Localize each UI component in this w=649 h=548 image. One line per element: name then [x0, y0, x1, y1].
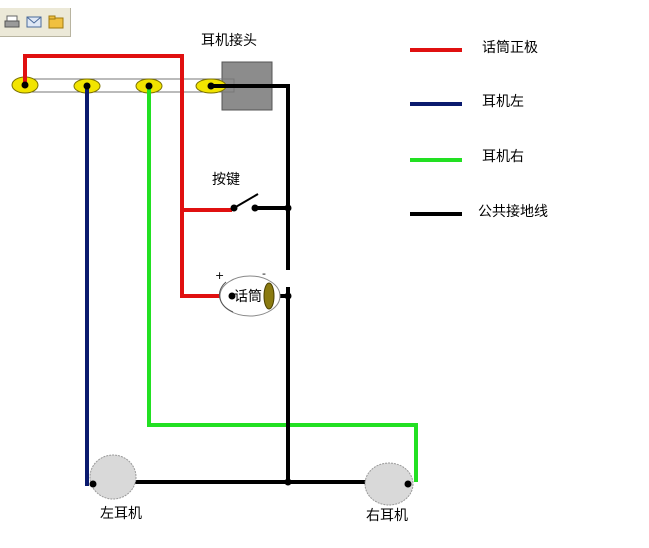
legend-label-mic-positive: 话筒正极 [482, 40, 538, 56]
mic-minus-label: - [262, 267, 266, 280]
right-earphone [364, 462, 414, 506]
left-earphone [89, 454, 137, 500]
print-icon[interactable] [2, 12, 22, 32]
wire-mic-positive-to-mic [180, 210, 232, 298]
mic-label: 话筒 [234, 289, 262, 305]
left-earphone-label: 左耳机 [100, 506, 142, 522]
microphone-capsule [263, 282, 275, 310]
microphone-body [219, 275, 281, 317]
image-toolbar [0, 8, 71, 37]
folder-icon[interactable] [46, 12, 66, 32]
mic-plus-label: + [215, 269, 225, 282]
legend-label-right-ear: 耳机右 [482, 149, 524, 165]
button-label: 按键 [212, 172, 240, 188]
wire-right-ear [147, 86, 418, 482]
headphone-jack-label: 耳机接头 [201, 33, 257, 49]
wire-mic-positive [23, 54, 232, 212]
legend-label-left-ear: 耳机左 [482, 94, 524, 110]
legend-label-ground: 公共接地线 [478, 204, 548, 220]
right-earphone-label: 右耳机 [366, 508, 408, 524]
email-icon[interactable] [24, 12, 44, 32]
switch-lever [233, 193, 259, 209]
